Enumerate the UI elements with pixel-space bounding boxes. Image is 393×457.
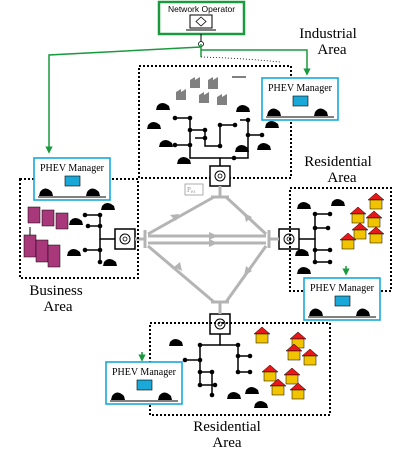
residential-right-feeder-nodes [312, 211, 333, 265]
residential-right-area-boundary [289, 187, 392, 292]
car-icon [267, 108, 281, 116]
power-flow-arrows [170, 213, 252, 276]
factory-icons [176, 77, 227, 105]
phev-manager-industrial-label: PHEV Manager [268, 83, 333, 94]
industrial-feeder [175, 117, 262, 168]
monitor-icon [64, 175, 81, 187]
phev-icons-industrial [147, 103, 279, 164]
residential-bottom-label-line2: Area [212, 435, 241, 451]
computer-icon [186, 14, 216, 31]
business-area-boundary [19, 178, 139, 279]
residential-right-label-line2: Area [327, 170, 356, 186]
phev-manager-industrial: PHEV Manager [261, 77, 339, 121]
residential-bottom-feeder-nodes [182, 342, 253, 398]
phev-manager-business-label: PHEV Manager [40, 163, 105, 174]
transformer-business [114, 228, 136, 250]
car-icon [158, 392, 172, 400]
network-operator: Network Operator [157, 0, 246, 36]
phev-manager-business: PHEV Manager [33, 157, 111, 201]
phev-icons-residential-bottom [169, 339, 268, 408]
monitor-icon [292, 95, 309, 107]
residential-right-label-line1: Residential [304, 154, 372, 170]
power-flow-label: P [187, 186, 191, 194]
communication-links [45, 44, 311, 154]
network-operator-label: Network Operator [168, 4, 235, 14]
industrial-area-label-line1: Industrial [299, 26, 357, 42]
phev-manager-residential-right: PHEV Manager [303, 277, 381, 321]
industrial-feeder-nodes [172, 115, 265, 161]
car-icon [86, 188, 100, 196]
phev-icons-business [67, 203, 117, 266]
car-icon [111, 392, 125, 400]
phev-manager-residential-right-label: PHEV Manager [310, 283, 375, 294]
house-icons-residential-bottom [253, 326, 319, 400]
transmission-lines [135, 186, 279, 314]
car-icon [356, 308, 370, 316]
svg-text:Pex: Pex [187, 186, 196, 195]
phev-manager-residential-bottom: PHEV Manager [105, 361, 183, 405]
transformer-industrial [209, 165, 231, 187]
industrial-area-label-line2: Area [317, 42, 346, 58]
business-feeder-nodes [82, 212, 103, 265]
monitor-icon [334, 295, 351, 307]
business-area-label-line1: Business [29, 283, 83, 299]
car-icon [309, 308, 323, 316]
power-flow-subscript: ex [191, 190, 196, 195]
car-icon [39, 188, 53, 196]
business-feeder [85, 214, 115, 262]
residential-bottom-feeder [185, 334, 250, 395]
residential-bottom-label-line1: Residential [193, 419, 261, 435]
phev-icons-residential-right [295, 199, 345, 274]
power-exchange-indicator: Pex [184, 183, 204, 196]
monitor-icon [136, 379, 153, 391]
phev-manager-residential-bottom-label: PHEV Manager [112, 367, 177, 378]
office-building-icons [23, 206, 69, 268]
house-icons-residential-right [339, 192, 385, 250]
car-icon [314, 108, 328, 116]
business-area-label-line2: Area [43, 299, 72, 315]
